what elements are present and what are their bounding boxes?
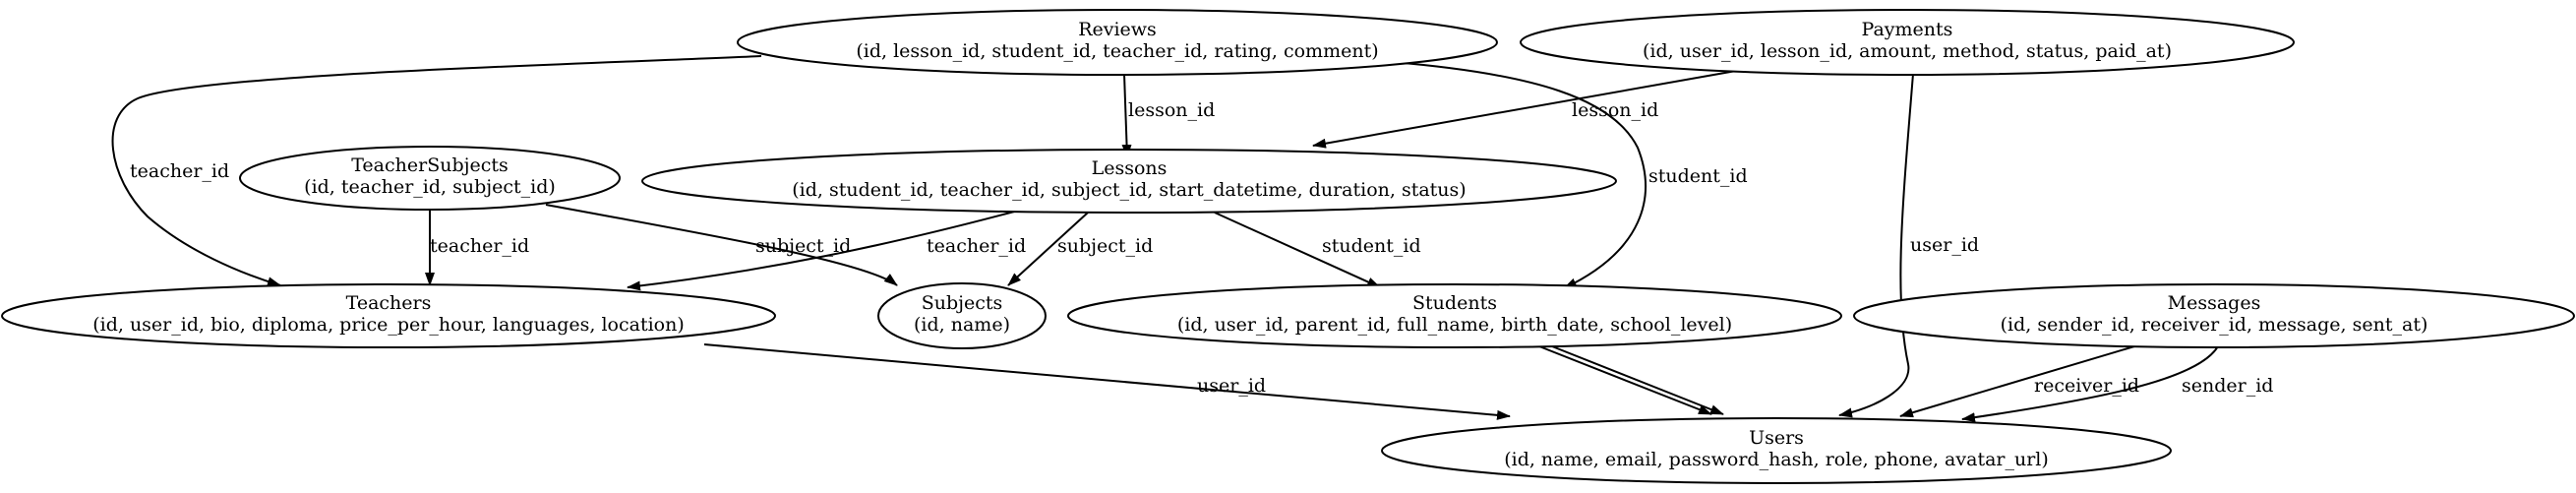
node-fields: (id, lesson_id, student_id, teacher_id, … [856,40,1378,62]
edge-line [703,343,1511,420]
node-title: Lessons [1092,157,1168,179]
node-ellipse [1381,417,2172,484]
node-title: Teachers [346,292,432,314]
edge-line [1961,345,2219,423]
edge-lessons-subjects: subject_id [1007,212,1153,286]
edge-reviews-students: student_id [1391,61,1748,289]
edge-label: lesson_id [1572,99,1658,121]
node-ellipse [1,283,776,348]
node-ellipse [1067,283,1842,348]
edge-messages-users-receiver: receiver_id [1899,345,2139,418]
edge-line [1899,345,2135,418]
edge-label: subject_id [755,235,851,257]
node-fields: (id, sender_id, receiver_id, message, se… [2001,314,2428,336]
edge-label: receiver_id [2034,375,2139,397]
edge-label: subject_id [1057,235,1153,257]
node-title: Students [1412,292,1497,314]
node-title: Reviews [1078,19,1157,40]
edge-label: teacher_id [130,160,229,182]
node-fields: (id, teacher_id, subject_id) [304,176,556,198]
edge-line [1838,73,1914,418]
node-title: Messages [2168,292,2261,314]
node-ellipse [1520,9,2295,76]
edge-teachers-users: user_id [703,343,1511,420]
edge-label: student_id [1322,235,1421,257]
edge-line [1538,345,1712,415]
node-teachers[interactable]: Teachers (id, user_id, bio, diploma, pri… [1,283,776,348]
node-title: TeacherSubjects [351,154,509,176]
edge-label: student_id [1648,165,1748,187]
node-title: Subjects [922,292,1003,314]
node-fields: (id, name, email, password_hash, role, p… [1504,449,2049,470]
edge-label: sender_id [2182,375,2273,397]
edge-label: teacher_id [927,235,1026,257]
edge-lessons-teachers: teacher_id [627,210,1026,291]
edge-line [1007,212,1089,286]
node-students[interactable]: Students (id, user_id, parent_id, full_n… [1067,283,1842,348]
edge-line [627,210,1019,291]
node-subjects[interactable]: Subjects (id, name) [877,282,1047,349]
nodes: Reviews (id, lesson_id, student_id, teac… [1,9,2575,484]
node-fields: (id, student_id, teacher_id, subject_id,… [792,179,1466,201]
edge-label: user_id [1197,375,1266,397]
edge-payments-lessons: lesson_id [1312,70,1737,149]
edge-reviews-teachers: teacher_id [111,55,762,287]
node-ellipse [877,282,1047,349]
edge-line [1121,73,1132,158]
edge-label: user_id [1910,234,1979,256]
node-payments[interactable]: Payments (id, user_id, lesson_id, amount… [1520,9,2295,76]
edge-lessons-students: student_id [1214,212,1421,288]
node-teachersubjects[interactable]: TeacherSubjects (id, teacher_id, subject… [239,146,621,211]
edge-messages-users-sender: sender_id [1961,345,2273,423]
node-fields: (id, user_id, lesson_id, amount, method,… [1643,40,2172,62]
node-reviews[interactable]: Reviews (id, lesson_id, student_id, teac… [737,9,1498,76]
edges: teacher_id lesson_id student_id lesson_i… [111,55,2273,423]
node-users[interactable]: Users (id, name, email, password_hash, r… [1381,417,2172,484]
node-title: Users [1749,427,1804,449]
edge-label: teacher_id [430,235,529,257]
edge-students-users [1538,345,1724,415]
edge-teachersubjects-teachers: teacher_id [425,209,529,286]
node-fields: (id, user_id, bio, diploma, price_per_ho… [92,314,685,336]
edge-teachersubjects-subjects: subject_id [545,204,898,286]
edge-reviews-lessons: lesson_id [1121,73,1215,158]
node-ellipse [737,9,1498,76]
node-fields: (id, name) [914,314,1010,336]
node-lessons[interactable]: Lessons (id, student_id, teacher_id, sub… [641,149,1617,214]
node-title: Payments [1862,19,1953,40]
edge-line [111,55,762,287]
edge-line [1312,70,1737,149]
node-fields: (id, user_id, parent_id, full_name, birt… [1177,314,1732,336]
node-messages[interactable]: Messages (id, sender_id, receiver_id, me… [1853,283,2575,348]
edge-label: lesson_id [1128,99,1215,121]
node-ellipse [1853,283,2575,348]
edge-line [1391,61,1647,289]
edge-line [545,204,898,286]
edge-payments-users: user_id [1838,73,1979,418]
node-ellipse [641,149,1617,214]
node-ellipse [239,146,621,211]
edge-line [1551,345,1724,415]
edge-line [1214,212,1381,288]
